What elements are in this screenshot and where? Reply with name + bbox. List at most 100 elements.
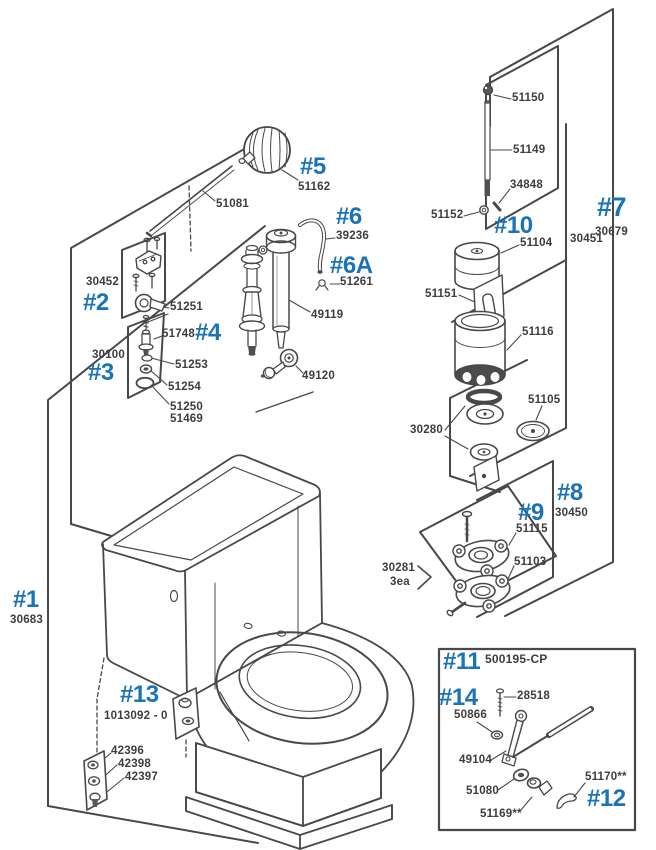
- bowl-rim-inner: [238, 644, 362, 720]
- label-part-51250: 51250: [170, 401, 203, 413]
- label-part-42397: 42397: [125, 771, 158, 783]
- tank-front-face: [102, 543, 185, 699]
- toilet-drawing: [101, 454, 415, 850]
- label-part-51251: 51251: [170, 301, 203, 313]
- sheet-1-bottom: [47, 805, 259, 844]
- label-part-30100: 30100: [92, 349, 125, 361]
- label-part-51152: 51152: [431, 209, 464, 221]
- float-ball-51162: [243, 126, 291, 174]
- label-part-500195cp: 500195-CP: [485, 652, 548, 666]
- bowl-rim-outer: [215, 631, 389, 745]
- label-part-49120: 49120: [302, 370, 335, 382]
- tank-rim-inner: [113, 466, 304, 561]
- label-part-42398: 42398: [118, 758, 151, 770]
- sheet-2-outline: [70, 139, 261, 525]
- flange-parts: [446, 510, 511, 617]
- label-part-51748: 51748: [162, 328, 195, 340]
- label-group-6: #6: [336, 203, 362, 230]
- label-part-51170: 51170**: [585, 771, 627, 783]
- label-part-30450: 30450: [555, 507, 588, 519]
- label-group-7: #7: [597, 192, 627, 222]
- label-part-51254: 51254: [168, 381, 201, 393]
- tank-bolt-hardware: [83, 687, 200, 811]
- label-part-51080: 51080: [466, 785, 499, 797]
- gasket-51250: [135, 376, 155, 390]
- label-part-30281-qty: 3ea: [390, 576, 410, 588]
- float-ball-and-rod: [145, 126, 291, 238]
- seat-bolt-hole: [243, 622, 253, 629]
- label-group-1: #1: [13, 586, 39, 613]
- label-part-28518: 28518: [517, 690, 550, 702]
- label-group-6a: #6A: [330, 252, 373, 279]
- hose-clamp-51261: [318, 279, 326, 287]
- label-part-51081: 51081: [216, 198, 249, 210]
- ball-51150: [482, 84, 494, 96]
- label-group-9: #9: [518, 499, 544, 526]
- label-part-49119: 49119: [311, 309, 344, 321]
- clamp-bracket: [135, 250, 162, 275]
- pin-34848: [492, 201, 502, 212]
- label-part-30452: 30452: [86, 276, 119, 288]
- label-group-3: #3: [88, 359, 114, 386]
- washer-51253: [141, 354, 153, 362]
- label-part-51169: 51169**: [480, 808, 522, 820]
- ballcock-bracket: [240, 253, 264, 265]
- gasket-top-30280: [465, 388, 503, 406]
- label-part-51150: 51150: [512, 92, 545, 104]
- label-part-30281: 30281: [382, 562, 415, 574]
- label-group-4: #4: [195, 319, 221, 346]
- flange-51103: [453, 574, 511, 613]
- valve-tube-49119: [272, 252, 290, 330]
- label-group-8: #8: [557, 479, 583, 506]
- sheet-panel-a: [121, 232, 166, 319]
- label-part-51115: 51115: [516, 523, 548, 535]
- label-group-5: #5: [300, 153, 326, 180]
- label-part-30451: 30451: [570, 233, 603, 245]
- label-part-50866: 50866: [454, 709, 487, 721]
- label-group-11: #11: [443, 648, 481, 675]
- label-part-51253: 51253: [175, 359, 208, 371]
- seat-bolt-hole: [276, 630, 286, 637]
- label-part-51261: 51261: [340, 276, 373, 288]
- label-group-12: #12: [587, 785, 626, 812]
- misc-line: [255, 391, 314, 413]
- plunger-51748: [141, 329, 151, 335]
- label-part-42396: 42396: [111, 745, 144, 757]
- trip-lever-hardware: [132, 236, 166, 390]
- bolt-30281: [450, 601, 467, 614]
- float-rod-51081: [149, 165, 233, 232]
- label-part-51151: 51151: [425, 288, 458, 300]
- clip-51170: [556, 793, 577, 809]
- label-part-51104: 51104: [520, 237, 553, 249]
- label-group-10: #10: [494, 212, 533, 239]
- label-part-51469: 51469: [170, 413, 203, 425]
- label-group-2: #2: [83, 289, 109, 316]
- box-11-border: [437, 647, 637, 832]
- ballcock-bell: [238, 320, 266, 332]
- bowl-silhouette: [187, 623, 414, 784]
- label-part-34848: 34848: [510, 179, 543, 191]
- bowl-skirt-right: [321, 622, 415, 785]
- label-part-49104: 49104: [459, 754, 492, 766]
- label-part-1013092: 1013092 - 0: [104, 710, 168, 722]
- bracket-30281: [417, 565, 432, 590]
- screw-51169: [538, 780, 553, 796]
- corner-plate: [473, 455, 500, 492]
- rod-51149: [484, 101, 491, 181]
- valve-nipple: [258, 245, 268, 255]
- label-part-39236: 39236: [336, 230, 369, 242]
- float-ball-nipple: [242, 151, 256, 165]
- flange-51115: [452, 539, 510, 578]
- label-part-51149: 51149: [513, 144, 546, 156]
- tank-right-edge: [319, 492, 323, 624]
- sheet-1-outline: [47, 225, 266, 807]
- tank-front-corner: [184, 570, 188, 700]
- tank-bottom-right: [186, 622, 323, 700]
- nut-51152: [479, 205, 489, 215]
- label-part-51103: 51103: [514, 556, 547, 568]
- sheet-panel-b: [127, 312, 165, 399]
- label-part-30683: 30683: [10, 614, 43, 626]
- nut-50866: [490, 730, 504, 740]
